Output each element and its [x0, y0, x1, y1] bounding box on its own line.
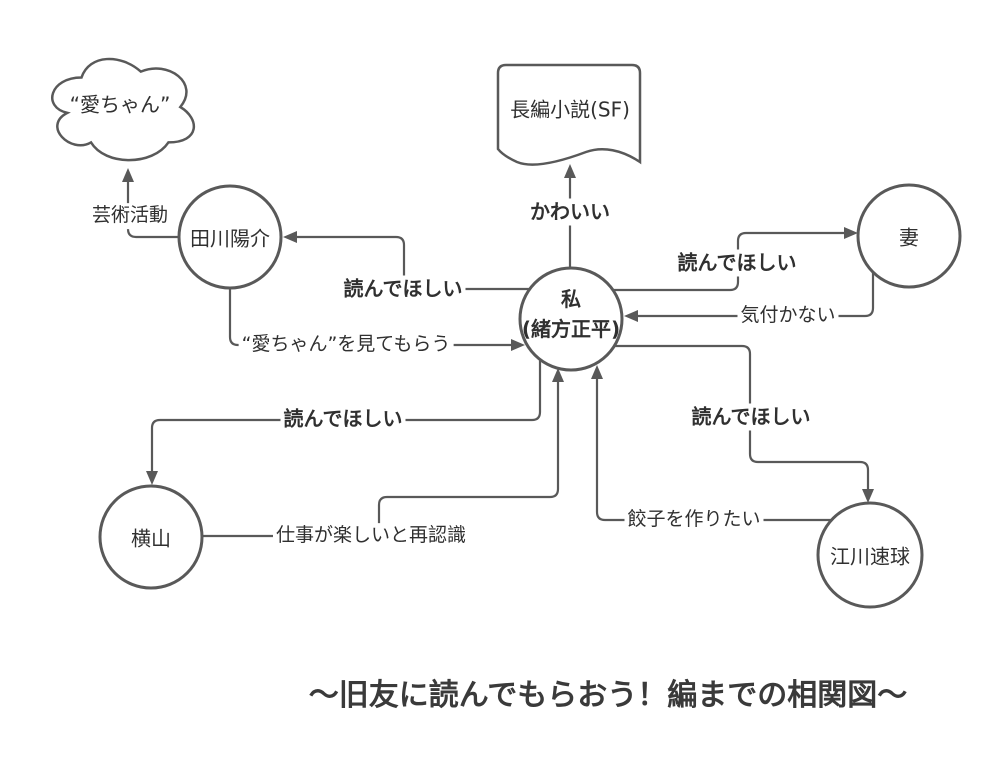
edge-want-read-tagawa-label: 読んでほしい: [340, 275, 466, 303]
cloud-shape: [51, 57, 196, 162]
node-egawa-label: 江川速球: [830, 544, 910, 569]
edge-want-read-wife-label: 読んでほしい: [674, 249, 800, 277]
edge-make-gyoza-line: [591, 365, 845, 522]
node-me-label: 私 (緒方正平): [522, 284, 620, 344]
node-me-label-line1: 私: [561, 287, 581, 311]
edge-art-activity-line: [122, 168, 185, 239]
node-me-circle: [518, 266, 624, 372]
node-tagawa-circle: [177, 184, 283, 290]
node-tagawa-label: 田川陽介: [190, 226, 270, 251]
node-me-label-line2: (緒方正平): [521, 317, 621, 341]
edge-not-notice-line: [624, 250, 875, 322]
node-yokoyama-label: 横山: [131, 526, 171, 551]
diagram-title: ～旧友に読んでもらおう！編までの相関図～: [308, 678, 908, 713]
node-yokoyama-circle: [98, 484, 204, 590]
edge-show-aichan-line: [228, 270, 525, 351]
node-egawa-circle: [816, 501, 924, 609]
edge-not-notice-label: 気付かない: [737, 303, 839, 329]
edge-art-activity-label: 芸術活動: [88, 203, 172, 229]
edge-job-fun-again-label: 仕事が楽しいと再認識: [272, 523, 470, 549]
document-shape: [496, 63, 642, 166]
node-wife-label: 妻: [899, 225, 919, 250]
edge-show-aichan-label: “愛ちゃん”を見てもらう: [238, 332, 454, 358]
edge-want-read-egawa-line: [600, 344, 874, 503]
cloud-label: “愛ちゃん”: [69, 92, 171, 117]
document-label: 長編小説(SF): [510, 97, 630, 122]
edge-want-read-egawa-label: 読んでほしい: [688, 403, 814, 431]
edge-kawaii-label: かわいい: [527, 198, 613, 226]
node-wife-circle: [856, 183, 962, 289]
edge-want-read-yokoyama-label: 読んでほしい: [280, 405, 406, 433]
edge-make-gyoza-label: 餃子を作りたい: [624, 507, 764, 533]
